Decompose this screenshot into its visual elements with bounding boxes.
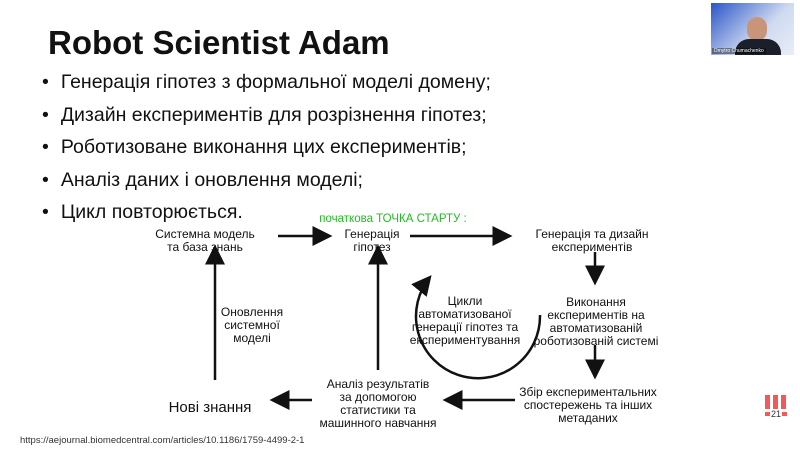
node-text-line: експериментування [410, 333, 520, 347]
bullet-list: Генерація гіпотез з формальної моделі до… [42, 66, 491, 229]
node-text-line: експериментів [552, 240, 633, 254]
participant-video[interactable]: Dmytro Chumachenko [711, 3, 794, 55]
node-text-line: Системна модель [155, 227, 254, 241]
node-text-line: моделі [233, 331, 271, 345]
bullet-item: Роботизоване виконання цих експериментів… [42, 131, 491, 164]
node-text-line: експериментів на [547, 308, 645, 322]
node-text-line: Аналіз результатів [327, 377, 430, 391]
participant-body [735, 39, 781, 55]
node-text-line: спостережень та інших [524, 398, 652, 412]
research-cycle-diagram: початкова ТОЧКА СТАРТУ : Системна модель… [155, 213, 659, 430]
bullet-item: Цикл повторюється. [42, 196, 491, 229]
bullet-item: Аналіз даних і оновлення моделі; [42, 164, 491, 197]
bullet-item: Дизайн експериментів для розрізнення гіп… [42, 99, 491, 132]
slide-number: 21 [770, 409, 783, 419]
node-text-line: за допомогою [339, 390, 416, 404]
node-text-line: статистики та [340, 403, 416, 417]
bullet-item: Генерація гіпотез з формальної моделі до… [42, 66, 491, 99]
source-url[interactable]: https://aejournal.biomedcentral.com/arti… [20, 435, 305, 446]
node-text-line: машинного навчання [319, 416, 436, 430]
node-text-line: Цикли [448, 294, 483, 308]
node-text-line: та база знань [167, 240, 243, 254]
node-new-knowledge: Нові знання [169, 399, 252, 416]
node-text-line: Збір експериментальних [519, 385, 657, 399]
node-text-line: Генерація та дизайн [536, 227, 649, 241]
node-text-line: Виконання [566, 295, 626, 309]
node-text-line: генерації гіпотез та [412, 320, 519, 334]
cycle-arrow [411, 275, 542, 380]
node-text-line: автоматизованій [550, 321, 643, 335]
node-text-line: метаданих [558, 411, 618, 425]
node-text-line: Генерація [344, 227, 399, 241]
participant-head [747, 17, 767, 41]
participant-name: Dmytro Chumachenko [712, 48, 766, 54]
node-text-line: системної [224, 318, 280, 332]
node-text-line: Оновлення [221, 305, 283, 319]
slide-title: Robot Scientist Adam [48, 24, 390, 61]
node-text-line: автоматизованої [418, 307, 512, 321]
node-text-line: гіпотез [353, 240, 391, 254]
start-label: початкова ТОЧКА СТАРТУ : [319, 213, 466, 225]
node-text-line: роботизованій системі [534, 334, 659, 348]
